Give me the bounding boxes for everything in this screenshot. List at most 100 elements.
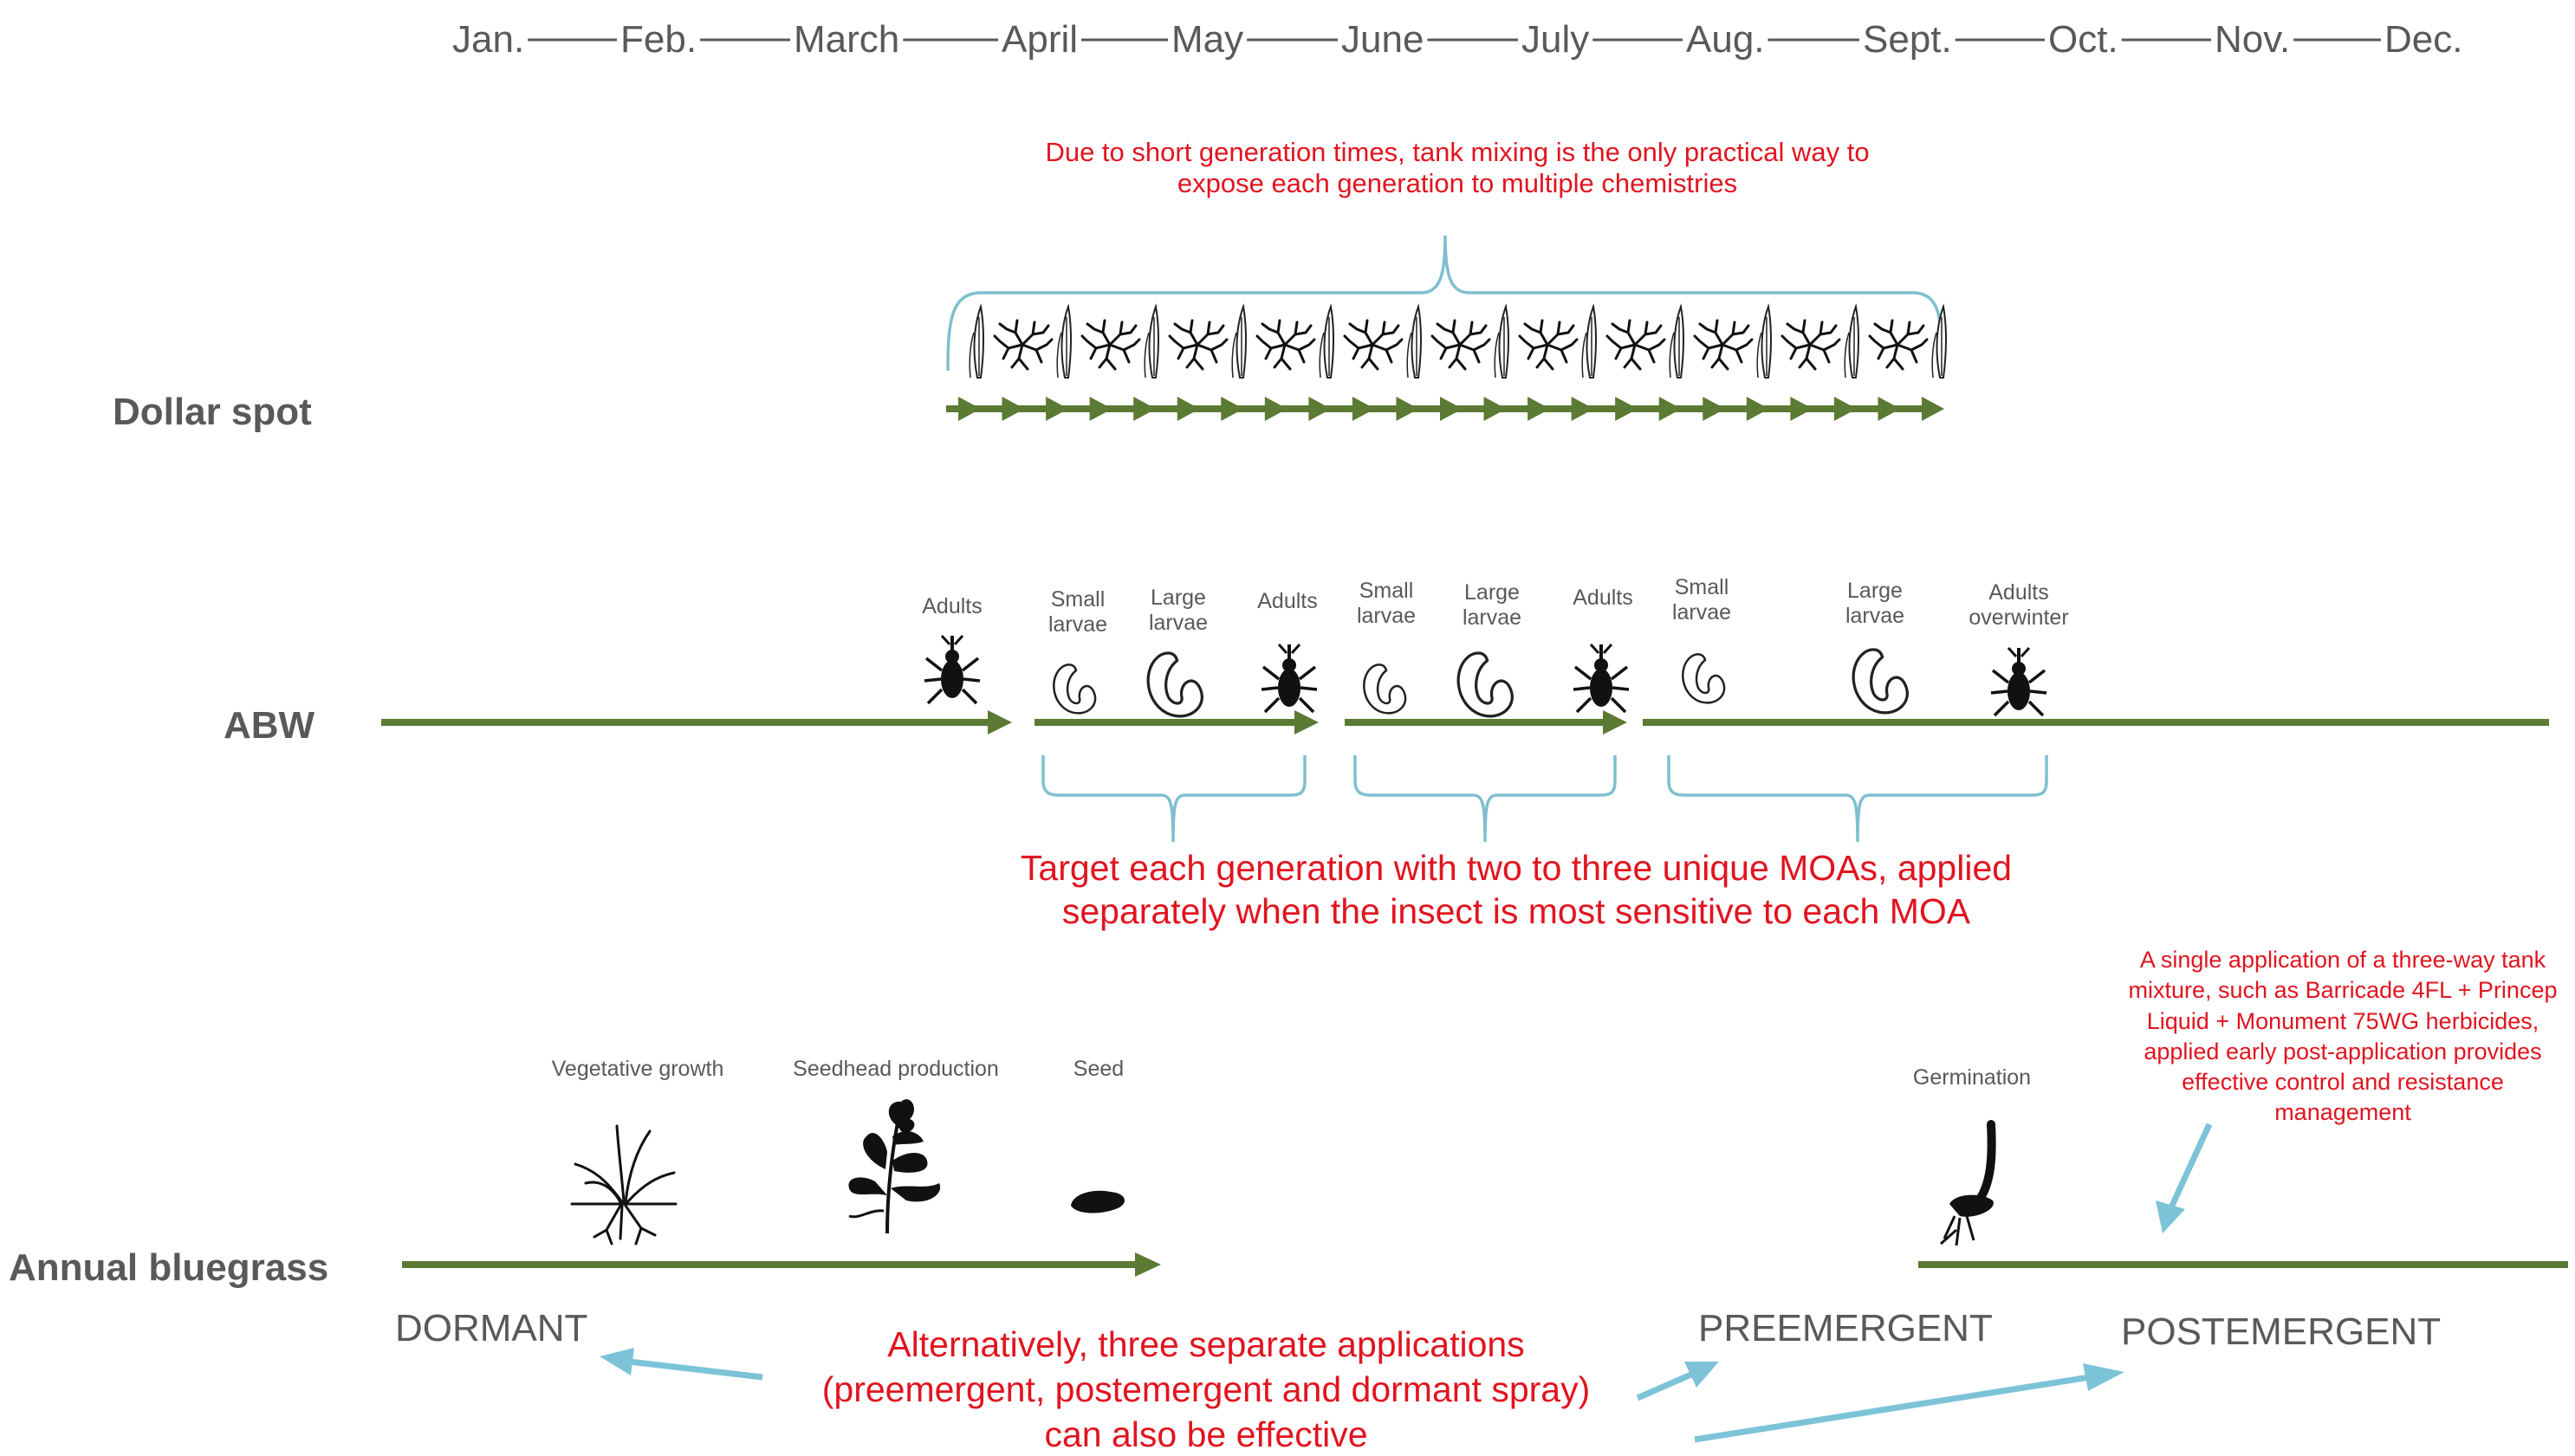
row-label-dollar-spot: Dollar spot: [113, 391, 312, 433]
abw-note-line-2: separately when the insect is most sensi…: [1062, 891, 1971, 931]
generation-arrow: [1571, 397, 1594, 421]
generation-arrow: [1527, 397, 1551, 421]
stage-label-vegetative-growth: Vegetative growth: [552, 1057, 724, 1081]
alt-note-line-2: (preemergent, postemergent and dormant s…: [822, 1369, 1591, 1409]
mycelium-icon: [1780, 319, 1841, 371]
alt-note-line-1: Alternatively, three separate applicatio…: [887, 1324, 1524, 1364]
grass-blade-icon: [1319, 306, 1334, 379]
stage-label-germination: Germination: [1913, 1065, 2031, 1090]
abw-stage-label: Large: [1847, 579, 1903, 603]
grass-blade-icon: [1581, 306, 1597, 379]
tank-mix-note: A single application of a three-way tank…: [2129, 947, 2558, 1125]
generation-arrow: [1878, 397, 1901, 421]
abw-generation-braces: [1041, 755, 2048, 843]
mycelium-icon: [1605, 319, 1666, 371]
abw-stage-label: overwinter: [1969, 605, 2068, 630]
generation-arrow: [1658, 397, 1682, 421]
generation-arrow: [1133, 397, 1157, 421]
dollar-spot-brace: [946, 235, 1943, 372]
larva-icon: [1852, 648, 1909, 715]
larva-icon: [1456, 651, 1514, 718]
generation-arrow: [1746, 397, 1769, 421]
grass-blade-icon: [1494, 306, 1509, 379]
larva-icon: [1682, 653, 1726, 704]
abw-stage-label: larvae: [1048, 612, 1107, 637]
abw-stage-label: Small: [1051, 587, 1106, 612]
generation-arrow: [1615, 397, 1638, 421]
grass-blade-icon: [1144, 306, 1159, 379]
mycelium-icon: [1343, 319, 1404, 371]
alt-note-line-3: can also be effective: [1044, 1414, 1367, 1454]
abw-stage-label: Adults: [1988, 580, 2048, 605]
month-label: May: [1171, 18, 1243, 61]
larva-icon: [1053, 663, 1097, 715]
phase-postemergent: POSTEMERGENT: [2121, 1310, 2441, 1353]
grass-blade-icon: [1669, 306, 1684, 379]
generation-arrow: [1308, 397, 1332, 421]
weevil-icon: [1260, 643, 1319, 714]
month-label: Sept.: [1863, 18, 1952, 61]
abw-stage-label: larvae: [1149, 611, 1208, 635]
month-label: March: [794, 18, 899, 61]
dollar-spot-generation-arrows: [946, 397, 1944, 421]
generation-arrow: [1440, 397, 1463, 421]
month-label: Oct.: [2048, 18, 2118, 61]
abw-stage-label: Adults: [1573, 586, 1632, 610]
grass-blade-icon: [1756, 306, 1772, 379]
row-label-annual-bluegrass: Annual bluegrass: [9, 1246, 328, 1289]
generation-arrow: [1177, 397, 1200, 421]
abw-stage-label: Small: [1675, 575, 1729, 599]
arrow-to-dormant: [600, 1348, 763, 1381]
generation-arrow: [958, 397, 981, 421]
seedling-icon: [570, 1124, 678, 1246]
generation-arrow: [1703, 397, 1726, 421]
row-label-abw: ABW: [224, 704, 315, 747]
abw-stage-label: Large: [1464, 580, 1520, 605]
arrow-to-postemergent: [1694, 1363, 2124, 1443]
stage-label-seed: Seed: [1073, 1057, 1124, 1081]
abw-stage-label: Large: [1151, 586, 1206, 610]
month-label: April: [1002, 18, 1078, 61]
weevil-icon: [1572, 643, 1631, 714]
svg-text:mixture, such as Barricade 4FL: mixture, such as Barricade 4FL + Princep: [2129, 977, 2558, 1003]
svg-text:effective control and resistan: effective control and resistance: [2182, 1069, 2504, 1095]
phase-preemergent: PREEMERGENT: [1698, 1307, 1993, 1349]
svg-text:A single application of a thre: A single application of a three-way tank: [2140, 947, 2546, 973]
weevil-icon: [923, 634, 982, 705]
dollar-spot-note-line-2: expose each generation to multiple chemi…: [1177, 168, 1737, 198]
germinating-seed-icon: [1940, 1120, 1996, 1246]
abw-stage-label: Adults: [922, 594, 982, 618]
generation-arrow: [1002, 397, 1025, 421]
mycelium-icon: [1430, 319, 1491, 371]
generation-arrow: [1089, 397, 1112, 421]
seedhead-icon: [848, 1099, 941, 1234]
generation-arrow: [1221, 397, 1244, 421]
grass-blade-icon: [1844, 306, 1859, 379]
stage-label-seedhead-production: Seedhead production: [793, 1057, 999, 1081]
grass-blade-icon: [1231, 306, 1247, 379]
generation-arrow: [1046, 397, 1069, 421]
generation-arrow: [1790, 397, 1813, 421]
grass-blade-icon: [969, 306, 984, 379]
generation-arrow: [1396, 397, 1419, 421]
dollar-spot-note-line-1: Due to short generation times, tank mixi…: [1045, 137, 1869, 167]
generation-arrow: [1922, 397, 1944, 421]
generation-arrow: [1833, 397, 1857, 421]
abw-stage-label: Adults: [1257, 589, 1317, 613]
grass-blade-icon: [1406, 306, 1422, 379]
phase-dormant: DORMANT: [395, 1307, 587, 1349]
mycelium-icon: [1080, 319, 1141, 371]
grass-blade-icon: [1056, 306, 1072, 379]
abw-note-line-1: Target each generation with two to three…: [1021, 848, 2012, 888]
abw-stage-label: larvae: [1463, 605, 1521, 630]
abw-stage-label: larvae: [1357, 604, 1416, 628]
weevil-icon: [1989, 646, 2048, 717]
mycelium-icon: [1868, 319, 1929, 371]
month-label: June: [1341, 18, 1424, 61]
abw-stage-label: larvae: [1672, 600, 1731, 624]
month-label: Dec.: [2384, 18, 2462, 61]
arrow-to-preemergent: [1636, 1362, 1719, 1401]
svg-text:applied early post-application: applied early post-application provides: [2144, 1039, 2541, 1064]
